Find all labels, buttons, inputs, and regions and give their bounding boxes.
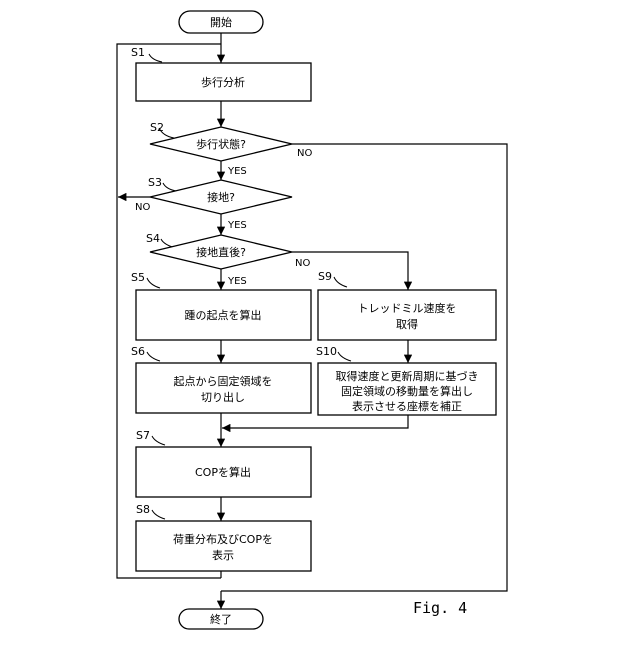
s10-id: S10 bbox=[316, 345, 337, 358]
figure-label: Fig. 4 bbox=[413, 599, 467, 617]
s3-leader bbox=[163, 183, 176, 191]
s5-id: S5 bbox=[131, 271, 145, 284]
s7-id: S7 bbox=[136, 429, 150, 442]
s10-label-line2: 固定領域の移動量を算出し bbox=[341, 384, 473, 398]
s5-leader bbox=[147, 278, 160, 288]
s8-id: S8 bbox=[136, 503, 150, 516]
arrow-s10-merge bbox=[222, 415, 408, 428]
s7-label: COPを算出 bbox=[195, 465, 251, 479]
s6-id: S6 bbox=[131, 345, 145, 358]
s9-label-line2: 取得 bbox=[396, 318, 418, 331]
s3-yes-label: YES bbox=[227, 220, 247, 231]
s2-id: S2 bbox=[150, 121, 164, 134]
s6-label-line2: 切り出し bbox=[201, 390, 245, 404]
s3-no-label: NO bbox=[135, 202, 150, 213]
s2-label: 歩行状態? bbox=[196, 137, 246, 151]
s8-label-line2: 表示 bbox=[212, 548, 234, 562]
s1-label: 歩行分析 bbox=[201, 75, 245, 89]
end-label: 終了 bbox=[210, 612, 232, 626]
s7-leader bbox=[152, 436, 165, 445]
s4-no-label: NO bbox=[295, 258, 310, 269]
s4-yes-label: YES bbox=[227, 276, 247, 287]
s8-leader bbox=[152, 510, 165, 519]
s9-box bbox=[318, 290, 496, 340]
s6-label-line1: 起点から固定領域を bbox=[174, 374, 273, 388]
start-label: 開始 bbox=[210, 15, 232, 29]
s10-leader bbox=[338, 352, 351, 361]
s4-label: 接地直後? bbox=[196, 245, 246, 259]
s2-no-label: NO bbox=[297, 148, 312, 159]
s2-yes-label: YES bbox=[227, 166, 247, 177]
s10-label-line1: 取得速度と更新周期に基づき bbox=[336, 369, 479, 383]
s3-label: 接地? bbox=[207, 191, 235, 204]
s1-leader bbox=[149, 54, 162, 62]
s10-label-line3: 表示させる座標を補正 bbox=[352, 399, 462, 413]
s4-id: S4 bbox=[146, 232, 160, 245]
s9-label-line1: トレッドミル速度を bbox=[358, 301, 457, 315]
s1-id: S1 bbox=[131, 46, 145, 59]
s8-label-line1: 荷重分布及びCOPを bbox=[173, 532, 273, 546]
s9-leader bbox=[334, 277, 347, 287]
s5-label: 踵の起点を算出 bbox=[185, 308, 262, 322]
s9-id: S9 bbox=[318, 270, 332, 283]
s6-box bbox=[136, 363, 311, 413]
s6-leader bbox=[147, 352, 160, 361]
s8-box bbox=[136, 521, 311, 571]
s3-id: S3 bbox=[148, 176, 162, 189]
